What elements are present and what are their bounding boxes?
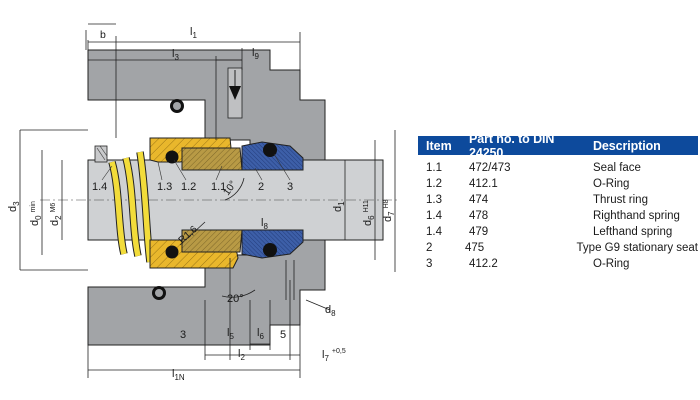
row-part: 472/473	[469, 162, 511, 174]
flush-arrow-icon	[229, 86, 241, 100]
table-row: 1.4 478 Righthand spring	[418, 208, 698, 224]
row-description: Thrust ring	[593, 194, 648, 206]
row-description: Seal face	[593, 162, 641, 174]
dim-d2: d2M6	[49, 203, 63, 226]
row-part: 479	[469, 226, 489, 238]
dim-l1: l1	[190, 26, 197, 40]
dim-d1: d1	[332, 201, 346, 212]
row-item: 1.3	[426, 194, 442, 206]
row-description: Type G9 stationary seat	[576, 242, 698, 254]
o-ring-housing-lower-inner	[155, 289, 163, 297]
row-description: O-Ring	[593, 258, 630, 270]
o-ring-3-lower	[263, 243, 277, 257]
dim-d8: d8	[325, 304, 336, 318]
dim-l8: l8	[261, 217, 268, 231]
table-row: 2 475 Type G9 stationary seat	[418, 240, 698, 256]
dim-angle-20: 20°	[227, 293, 244, 305]
row-item: 1.4	[426, 210, 442, 222]
item-label-1-2: 1.2	[181, 181, 196, 193]
row-part: 474	[469, 194, 489, 206]
dim-l9: l9	[252, 47, 259, 61]
o-ring-3-upper	[263, 143, 277, 157]
row-item: 1.1	[426, 162, 442, 174]
row-item: 3	[426, 258, 433, 270]
row-item: 2	[426, 242, 433, 254]
dim-d0: d0min	[29, 201, 43, 226]
row-item: 1.4	[426, 226, 442, 238]
row-part: 475	[465, 242, 485, 254]
spring-coils	[108, 151, 154, 263]
item-label-1-1: 1.1	[211, 181, 226, 193]
dim-b: b	[100, 29, 106, 41]
row-description: O-Ring	[593, 178, 630, 190]
header-description: Description	[593, 138, 661, 153]
item-label-3: 3	[287, 181, 293, 193]
seal-face-lower	[181, 229, 243, 253]
table-row: 1.2 412.1 O-Ring	[418, 176, 698, 192]
seal-assembly-drawing: b l1 l3 l9 l8 d3 d0min d2M6 d1 d6H11 d7H…	[7, 23, 400, 382]
table-row: 3 412.2 O-Ring	[418, 256, 698, 272]
o-ring-1-2-lower	[165, 245, 179, 259]
dim-l6: l6	[257, 327, 264, 341]
o-ring-housing-upper-inner	[173, 102, 181, 110]
dim-d7: d7H8	[382, 199, 396, 222]
parts-table-header: Item Part no. to DIN 24250 Description	[418, 132, 698, 160]
o-ring-1-2-upper	[165, 150, 179, 164]
parts-table: Item Part no. to DIN 24250 Description 1…	[418, 132, 698, 272]
dim-3: 3	[180, 329, 186, 341]
row-description: Lefthand spring	[593, 226, 673, 238]
item-label-2: 2	[258, 181, 264, 193]
item-label-1-4: 1.4	[92, 181, 107, 193]
dim-l5: l5	[227, 327, 234, 341]
header-item: Item	[426, 138, 452, 153]
row-description: Righthand spring	[593, 210, 680, 222]
header-part: Part no. to DIN 24250	[469, 131, 555, 160]
row-part: 412.2	[469, 258, 498, 270]
dim-l3: l3	[172, 48, 179, 62]
table-row: 1.4 479 Lefthand spring	[418, 224, 698, 240]
row-part: 412.1	[469, 178, 498, 190]
row-part: 478	[469, 210, 489, 222]
table-row: 1.1 472/473 Seal face	[418, 160, 698, 176]
dim-d6: d6H11	[362, 200, 376, 226]
dim-5: 5	[280, 329, 286, 341]
dim-l7: l7+0,5	[322, 348, 346, 363]
item-label-1-3: 1.3	[157, 181, 172, 193]
seal-face-upper	[181, 147, 243, 171]
dim-l2: l2	[238, 348, 245, 362]
dim-d3: d3	[7, 201, 21, 212]
dim-l1N: l1N	[172, 368, 185, 382]
row-item: 1.2	[426, 178, 442, 190]
table-row: 1.3 474 Thrust ring	[418, 192, 698, 208]
